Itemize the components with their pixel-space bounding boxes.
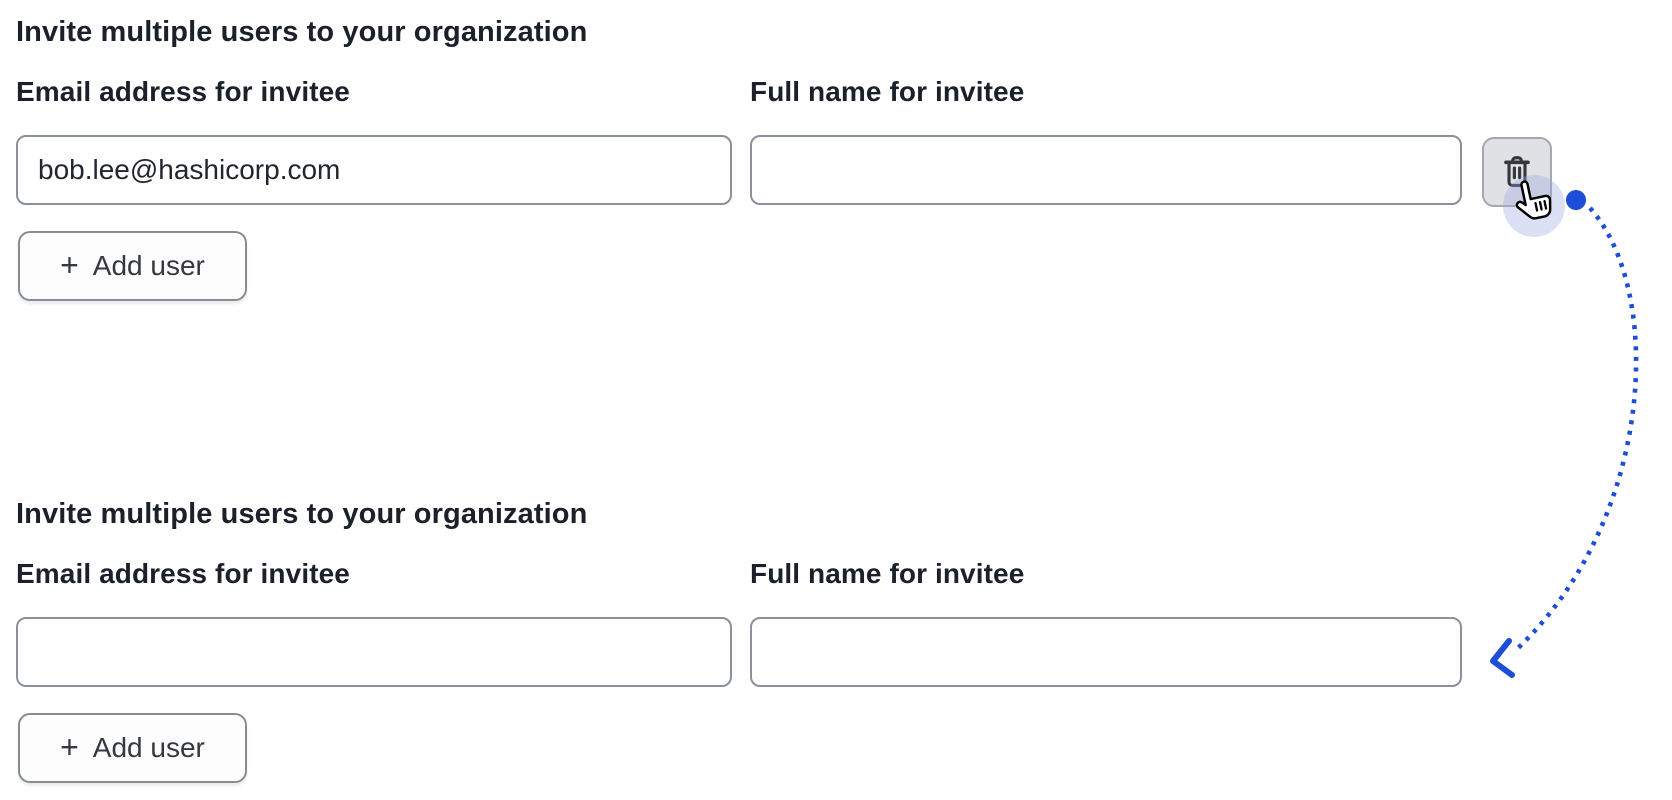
section-heading: Invite multiple users to your organizati…: [16, 16, 588, 48]
plus-icon: +: [60, 246, 79, 283]
email-label: Email address for invitee: [16, 76, 350, 107]
add-user-button[interactable]: + Add user: [18, 231, 247, 301]
section-heading: Invite multiple users to your organizati…: [16, 498, 588, 530]
plus-icon: +: [60, 728, 79, 765]
email-input[interactable]: [16, 135, 732, 205]
full-name-input[interactable]: [750, 617, 1462, 687]
add-user-label: Add user: [92, 732, 205, 763]
email-label: Email address for invitee: [16, 558, 350, 589]
full-name-input[interactable]: [750, 135, 1462, 205]
email-input[interactable]: [16, 617, 732, 687]
full-name-label: Full name for invitee: [750, 558, 1025, 589]
invite-form-after: Invite multiple users to your organizati…: [0, 482, 1672, 792]
add-user-button[interactable]: + Add user: [18, 713, 247, 783]
trash-icon: [1504, 156, 1530, 188]
invite-form-before: Invite multiple users to your organizati…: [0, 0, 1672, 310]
delete-row-button[interactable]: [1482, 137, 1552, 207]
full-name-label: Full name for invitee: [750, 76, 1025, 107]
add-user-label: Add user: [92, 250, 205, 281]
